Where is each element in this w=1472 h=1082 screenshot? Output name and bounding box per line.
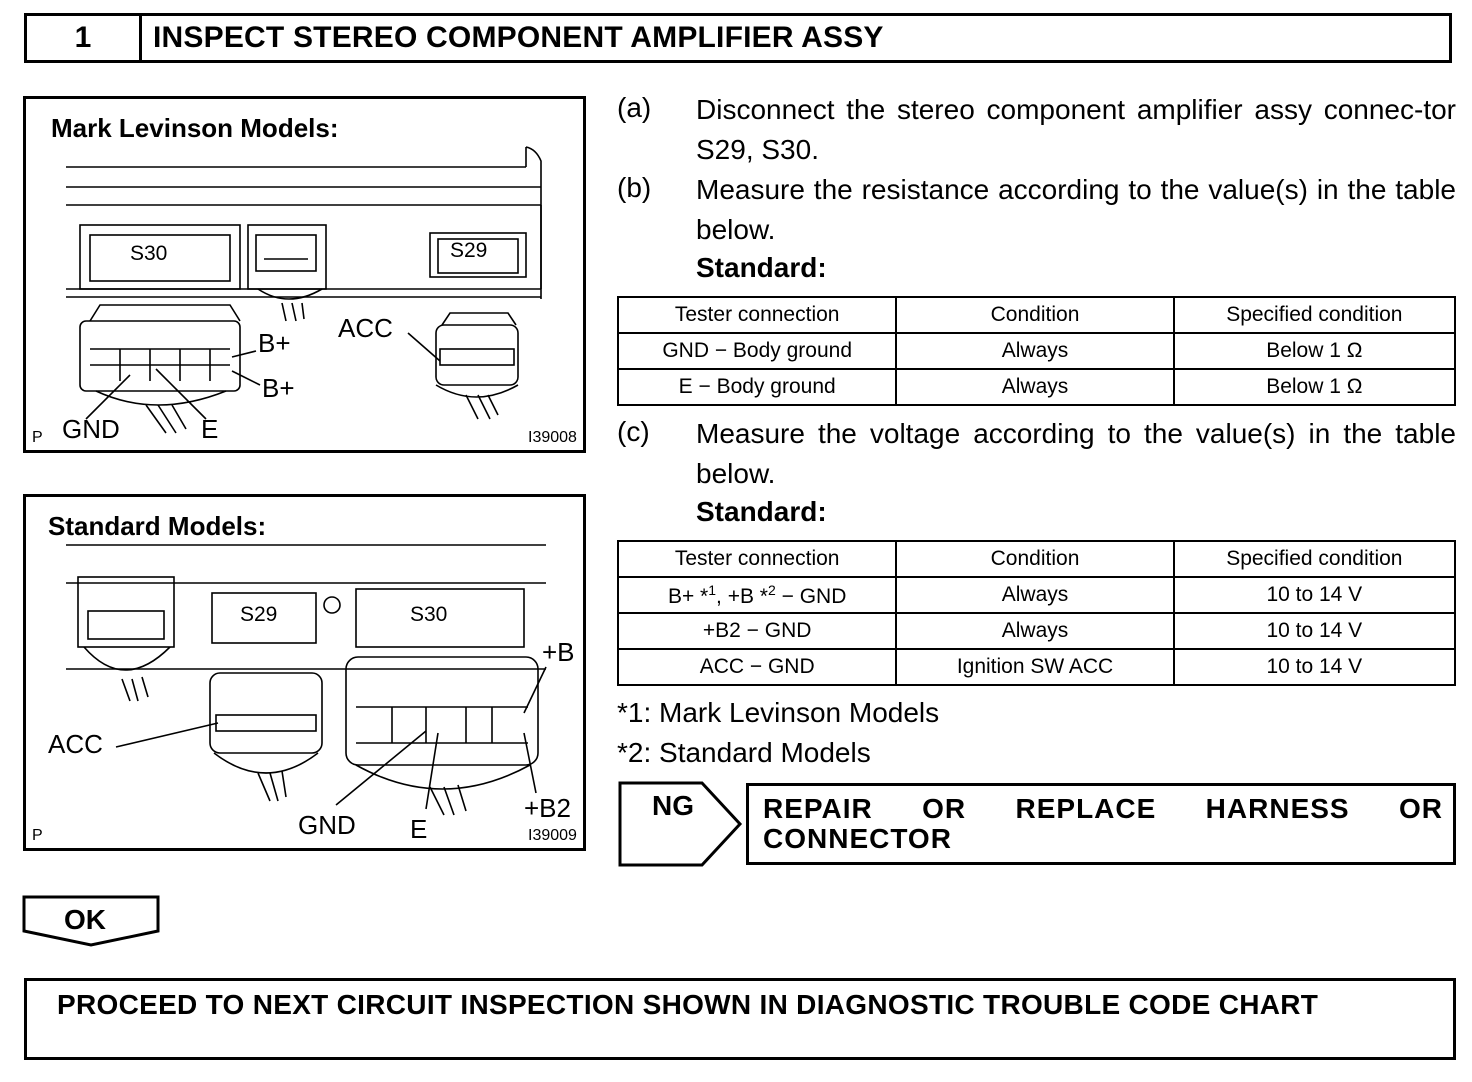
label-acc: ACC [48,729,103,759]
resistance-table: Tester connection Condition Specified co… [616,296,1457,406]
table-header-cell: Specified condition [1172,540,1457,578]
table-row: E − Body ground Always Below 1 Ω [616,368,1457,406]
step-b-text: Measure the resistance according to the … [696,174,1456,245]
step-c-text: Measure the voltage according to the val… [696,418,1456,489]
proceed-box: PROCEED TO NEXT CIRCUIT INSPECTION SHOWN… [24,978,1456,1060]
table-cell: E − Body ground [616,368,898,406]
cell-text: B+ * [667,584,709,608]
table-cell: Always [895,612,1175,650]
step-a-text: Disconnect the stereo component amplifie… [696,94,1456,165]
table-row: B+ *1, +B *2 − GND Always 10 to 14 V [616,576,1457,614]
table-cell: B+ *1, +B *2 − GND [616,576,898,614]
label-gnd: GND [298,810,356,840]
label-acc: ACC [338,313,393,343]
figure-code: I39009 [528,827,577,844]
label-bplus-2: B+ [262,373,295,403]
figure-title: Standard Models: [48,511,267,541]
figure-standard: Standard Models: S29 [23,494,586,851]
table-header-cell: Condition [895,540,1175,578]
label-s29: S29 [450,239,488,262]
table-cell: Ignition SW ACC [895,648,1175,686]
table-cell: ACC − GND [616,648,898,686]
step-c-letter: (c) [617,416,650,447]
footnote-1: *1: Mark Levinson Models [617,697,940,728]
ok-arrow-shape [22,895,160,947]
footnote-mark: 1 [708,581,717,598]
table-cell: 10 to 14 V [1172,612,1457,650]
label-s29: S29 [240,603,278,626]
table-cell: Always [895,332,1175,370]
table-header-row: Tester connection Condition Specified co… [616,296,1457,334]
ng-result-box: REPAIR OR REPLACE HARNESS OR CONNECTOR [746,783,1456,865]
standard-label: Standard: [696,496,827,527]
table-row: ACC − GND Ignition SW ACC 10 to 14 V [616,648,1457,686]
ng-label: NG [652,790,694,821]
label-gnd: GND [62,414,120,444]
step-b-letter: (b) [617,172,652,203]
table-cell: 10 to 14 V [1172,576,1457,614]
cell-text: − GND [775,584,847,608]
proceed-text: PROCEED TO NEXT CIRCUIT INSPECTION SHOWN… [57,989,1319,1020]
table-header-cell: Tester connection [616,540,898,578]
table-cell: 10 to 14 V [1172,648,1457,686]
figure-corner-mark: P [32,429,43,446]
amplifier-connector-drawing [66,544,547,816]
label-e: E [410,814,428,844]
table-cell: GND − Body ground [616,332,898,370]
standard-label: Standard: [696,252,827,283]
figure-title: Mark Levinson Models: [51,113,339,143]
table-cell: Below 1 Ω [1172,332,1457,370]
amplifier-connector-drawing [66,146,542,434]
footnote-2: *2: Standard Models [617,737,871,768]
table-cell: Always [895,368,1175,406]
table-row: +B2 − GND Always 10 to 14 V [616,612,1457,650]
figure-mark-levinson: Mark Levinson Models: [23,96,586,453]
ok-label: OK [64,904,106,935]
figure-code: I39008 [528,429,577,446]
section-title: INSPECT STEREO COMPONENT AMPLIFIER ASSY [153,21,884,54]
step-a-letter: (a) [617,92,652,123]
ng-result-text: REPAIR OR REPLACE HARNESS OR CONNECTOR [763,793,1443,854]
voltage-table: Tester connection Condition Specified co… [616,540,1457,686]
label-plus-b: +B [542,637,575,667]
table-header-cell: Condition [895,296,1175,334]
footnote-mark: 2 [767,581,776,598]
label-s30: S30 [130,242,168,265]
table-header-cell: Specified condition [1172,296,1457,334]
table-cell: Below 1 Ω [1172,368,1457,406]
figure-corner-mark: P [32,827,43,844]
step-number: 1 [27,16,142,60]
table-cell: Always [895,576,1175,614]
label-s30: S30 [410,603,448,626]
label-e: E [201,414,219,444]
cell-text: , +B * [716,584,768,608]
section-header: 1 INSPECT STEREO COMPONENT AMPLIFIER ASS… [24,13,1452,63]
table-cell: +B2 − GND [616,612,898,650]
table-header-cell: Tester connection [616,296,898,334]
label-plus-b2: +B2 [524,793,571,823]
table-header-row: Tester connection Condition Specified co… [616,540,1457,578]
table-row: GND − Body ground Always Below 1 Ω [616,332,1457,370]
ng-arrow-shape [618,781,743,867]
label-bplus-1: B+ [258,328,291,358]
